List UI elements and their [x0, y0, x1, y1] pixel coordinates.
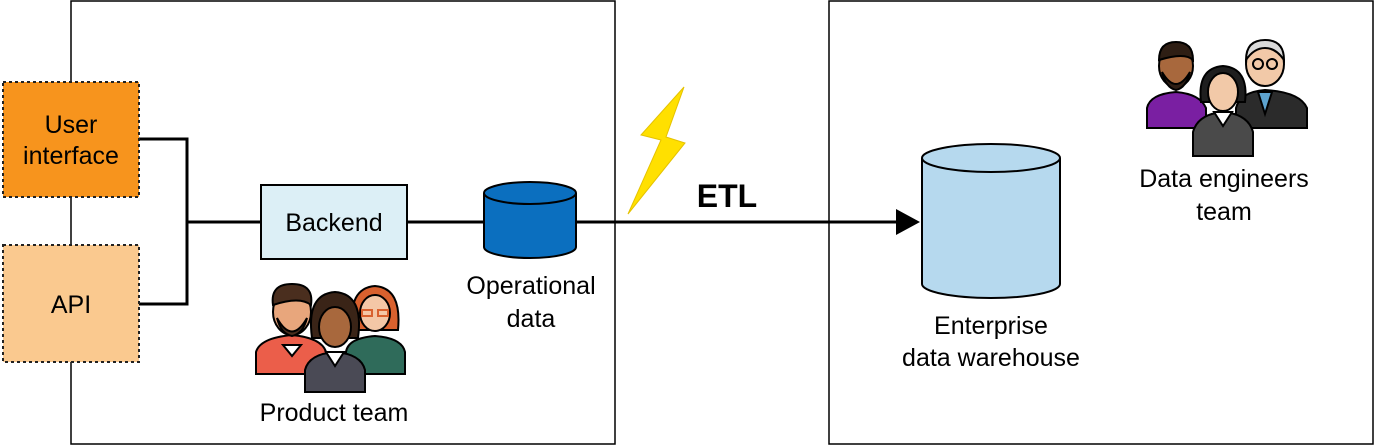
data-engineers-label-line2: team — [1196, 198, 1252, 226]
warehouse-label-line2: data warehouse — [902, 344, 1080, 372]
database-icon — [921, 143, 1061, 299]
product-team-label: Product team — [260, 399, 409, 427]
lightning-icon — [627, 86, 686, 215]
operational-data-label-line1: Operational — [466, 272, 595, 300]
people-group-icon — [1146, 38, 1308, 157]
api-label: API — [51, 291, 91, 319]
warehouse-label-line1: Enterprise — [934, 312, 1048, 340]
operational-data-label-line2: data — [507, 305, 556, 333]
api-box: API — [2, 244, 140, 363]
people-group-icon — [255, 282, 406, 393]
user-interface-label-line1: User — [45, 111, 98, 139]
user-interface-label-line2: interface — [23, 142, 119, 170]
backend-label: Backend — [285, 209, 382, 237]
connector-lines — [139, 137, 898, 306]
arrowhead — [896, 209, 920, 235]
backend-box: Backend — [260, 184, 408, 260]
data-engineers-label-line1: Data engineers — [1139, 165, 1309, 193]
database-icon — [483, 181, 577, 259]
user-interface-box: User interface — [2, 81, 140, 198]
etl-label: ETL — [697, 178, 757, 214]
